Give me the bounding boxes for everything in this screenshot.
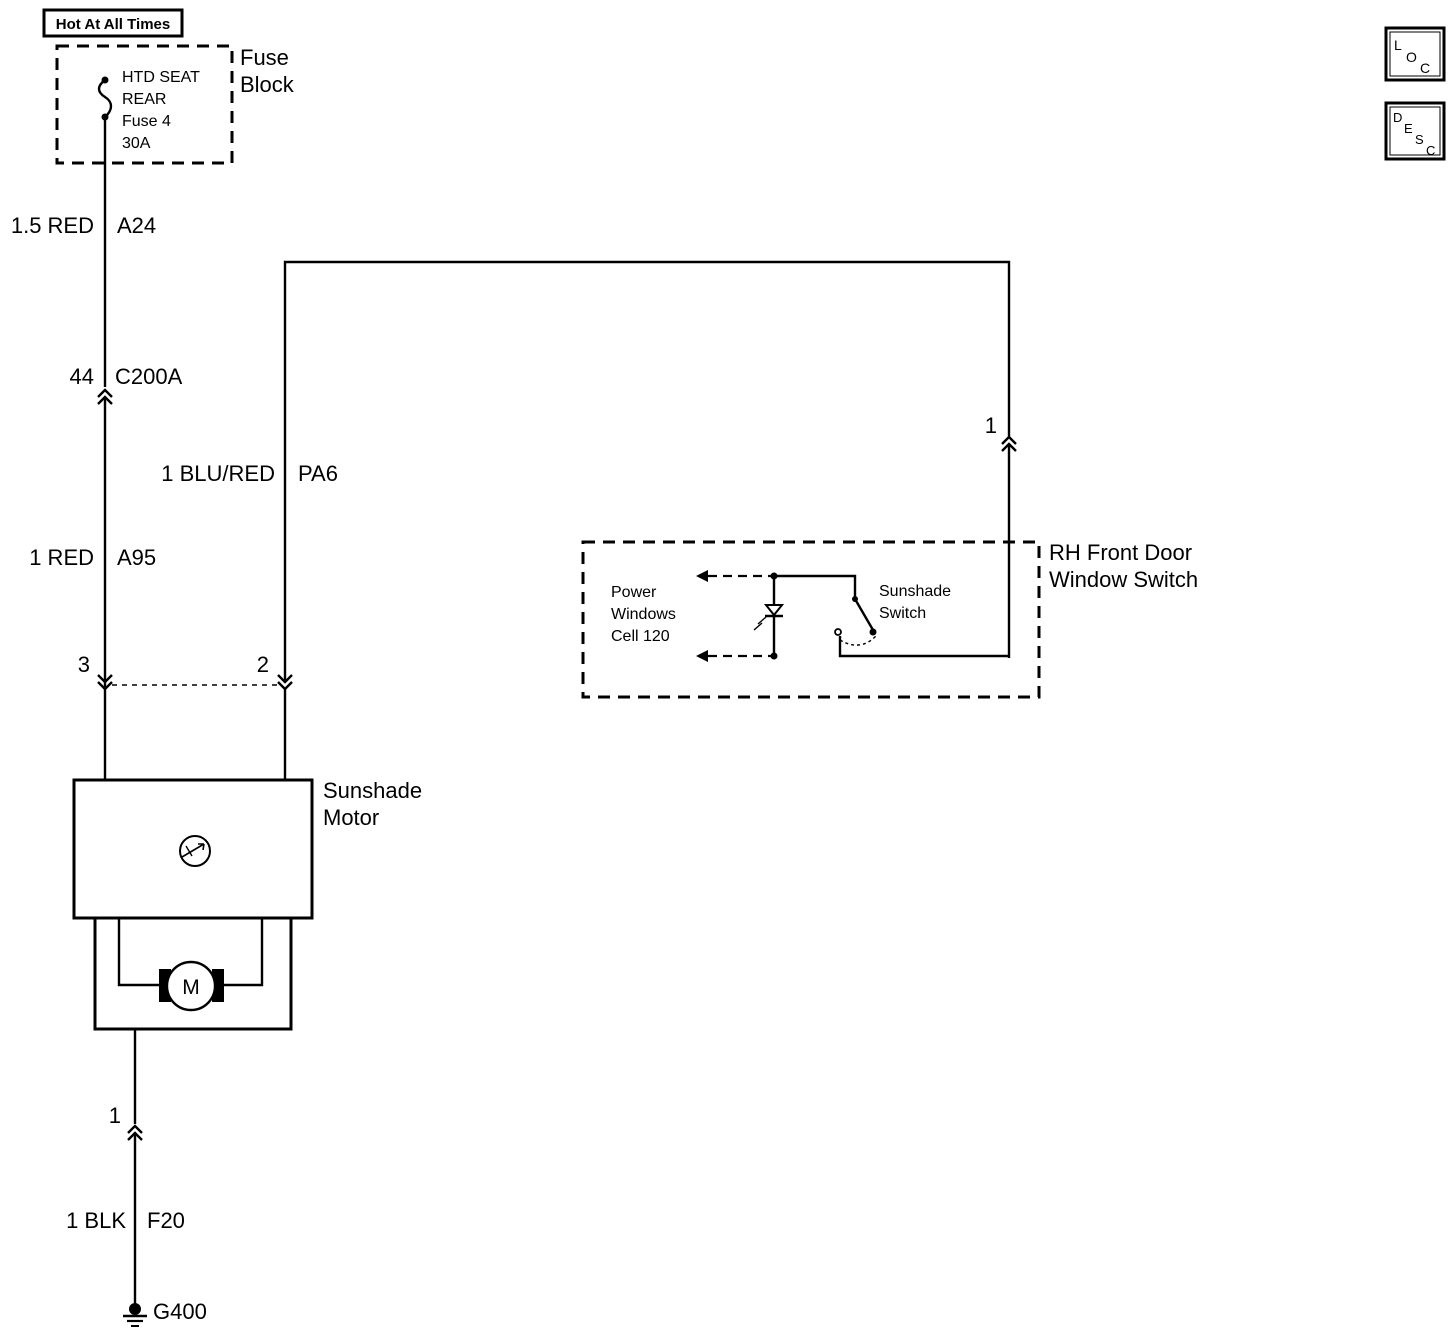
fuse-icon	[97, 76, 113, 121]
wire-a24-circuit: A24	[117, 213, 156, 238]
loc-letter-o: O	[1406, 49, 1417, 65]
wire-a95-circuit: A95	[117, 545, 156, 570]
fuse-rating: 30A	[122, 135, 151, 152]
switch-pin-1: 1	[985, 413, 997, 438]
window-switch-label-1: RH Front Door	[1049, 540, 1192, 565]
motor-pin-3: 3	[78, 652, 90, 677]
motor-pin-2: 2	[257, 652, 269, 677]
wire-pa6-circuit: PA6	[298, 461, 338, 486]
wire-f20-circuit: F20	[147, 1208, 185, 1233]
wire-pa6-gauge: 1 BLU/RED	[161, 461, 275, 486]
ground-pin-1: 1	[109, 1103, 121, 1128]
motor-symbol-letter: M	[182, 976, 200, 999]
ground-icon	[123, 1303, 147, 1327]
loc-letter-l: L	[1394, 37, 1402, 53]
fuse-name-2: REAR	[122, 91, 166, 108]
power-windows-ref-1: Power	[611, 584, 657, 601]
c200a-pin: 44	[70, 364, 94, 389]
sunshade-switch-icon	[774, 574, 1009, 658]
desc-letter-e: E	[1404, 121, 1413, 136]
sunshade-switch-label-1: Sunshade	[879, 583, 951, 600]
wire-pa6	[283, 260, 1011, 680]
motor-winding-right	[224, 918, 264, 987]
window-switch-outline	[581, 540, 1041, 699]
sunshade-switch-label-2: Switch	[879, 605, 926, 622]
ground-name: G400	[153, 1299, 207, 1324]
motor-position-sensor-icon	[179, 835, 211, 867]
sunshade-motor-label-2: Motor	[323, 805, 379, 830]
power-windows-ref-2: Windows	[611, 606, 676, 623]
sunshade-motor-label-1: Sunshade	[323, 778, 422, 803]
wire-a95-gauge: 1 RED	[29, 545, 94, 570]
fuse-name-3: Fuse 4	[122, 113, 171, 130]
description-button[interactable]: D E S C	[1384, 101, 1446, 161]
wire-a24-gauge: 1.5 RED	[11, 213, 94, 238]
fuse-block-label-1: Fuse	[240, 45, 289, 70]
c200a-name: C200A	[115, 364, 183, 389]
led-icon	[753, 572, 785, 660]
desc-letter-c: C	[1426, 143, 1435, 158]
loc-letter-c: C	[1420, 60, 1430, 76]
hot-at-all-times-box	[42, 8, 184, 38]
motor-winding-left	[117, 918, 159, 987]
window-switch-label-2: Window Switch	[1049, 567, 1198, 592]
power-windows-arrow-icon	[696, 570, 773, 662]
wire-f20-gauge: 1 BLK	[66, 1208, 126, 1233]
fuse-block-outline	[55, 44, 234, 165]
location-button[interactable]: L O C	[1384, 26, 1446, 82]
sunshade-motor-module	[72, 778, 314, 920]
motor-icon	[159, 960, 224, 1012]
power-windows-ref-3: Cell 120	[611, 628, 670, 645]
fuse-name-1: HTD SEAT	[122, 69, 200, 86]
hot-at-all-times-label: Hot At All Times	[56, 16, 170, 33]
desc-letter-d: D	[1393, 110, 1402, 125]
fuse-block-label-2: Block	[240, 72, 295, 97]
desc-letter-s: S	[1415, 132, 1424, 147]
